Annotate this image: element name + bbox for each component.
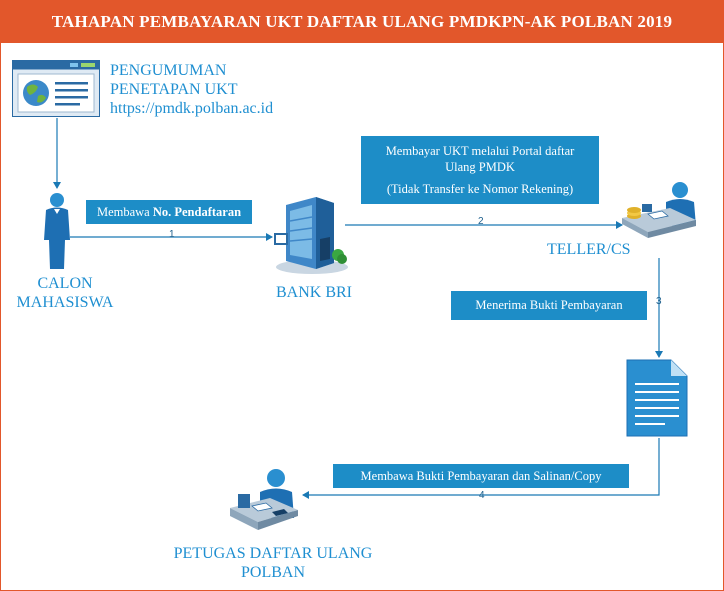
bank-building-icon (272, 193, 350, 275)
bank-label: BANK BRI (276, 284, 353, 301)
step2-number: 2 (478, 216, 484, 227)
announcement-label: PENGUMUMAN PENETAPAN UKT https://pmdk.po… (110, 61, 273, 118)
diagram-title: TAHAPAN PEMBAYARAN UKT DAFTAR ULANG PMDK… (1, 1, 723, 43)
step3-number: 3 (656, 296, 662, 307)
announcement-url: https://pmdk.polban.ac.id (110, 100, 274, 117)
announcement-line1: PENGUMUMAN (110, 62, 227, 79)
document-icon (625, 358, 689, 438)
step1-box: Membawa No. Pendaftaran (86, 200, 252, 224)
step4-box: Membawa Bukti Pembayaran dan Salinan/Cop… (333, 464, 629, 488)
announcement-line2: PENETAPAN UKT (110, 81, 238, 98)
student-line2: MAHASISWA (16, 294, 114, 311)
officer-line2: POLBAN (240, 564, 305, 581)
step3-box: Menerima Bukti Pembayaran (451, 291, 647, 320)
browser-globe-icon (12, 60, 100, 117)
teller-desk-icon (620, 180, 698, 240)
step2-note: (Tidak Transfer ke Nomor Rekening) (386, 182, 574, 196)
officer-label: PETUGAS DAFTAR ULANG POLBAN (150, 544, 396, 582)
step2-line2: Ulang PMDK (445, 160, 515, 174)
student-label: CALON MAHASISWA (0, 274, 130, 312)
step1-emphasis: No. Pendaftaran (152, 205, 242, 219)
student-line1: CALON (37, 275, 93, 292)
teller-label: TELLER/CS (547, 241, 631, 258)
step4-number: 4 (479, 490, 485, 501)
step2-box: Membayar UKT melalui Portal daftar Ulang… (361, 136, 599, 204)
officer-desk-icon (228, 466, 300, 536)
officer-line1: PETUGAS DAFTAR ULANG (173, 545, 373, 562)
person-icon (41, 192, 73, 270)
step1-prefix: Membawa (96, 205, 153, 219)
step2-line1: Membayar UKT melalui Portal daftar (385, 144, 575, 158)
step4-connector (302, 438, 660, 499)
step1-number: 1 (169, 229, 175, 240)
